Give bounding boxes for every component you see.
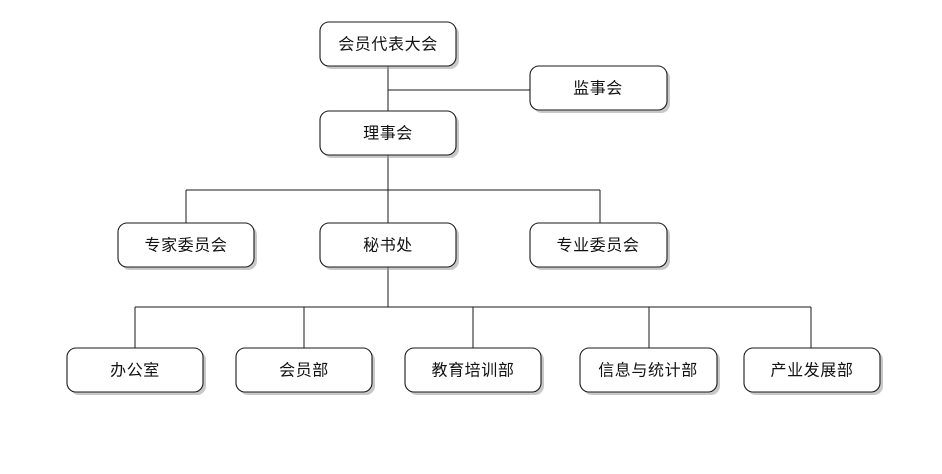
connector-layer xyxy=(134,66,812,348)
node-information-statistics-dept-label: 信息与统计部 xyxy=(598,361,698,380)
node-education-training-dept-box[interactable] xyxy=(404,347,542,393)
node-professional-committee[interactable]: 专业委员会 xyxy=(529,222,670,270)
node-assembly-box[interactable] xyxy=(319,21,457,67)
node-professional-committee-label: 专业委员会 xyxy=(556,236,639,255)
node-supervisors[interactable]: 监事会 xyxy=(529,65,670,113)
node-information-statistics-dept[interactable]: 信息与统计部 xyxy=(579,347,720,395)
node-expert-committee[interactable]: 专家委员会 xyxy=(117,222,257,270)
node-council-box[interactable] xyxy=(319,110,457,156)
node-office[interactable]: 办公室 xyxy=(66,347,206,395)
node-assembly-label: 会员代表大会 xyxy=(338,35,438,54)
node-membership-dept-label: 会员部 xyxy=(279,361,329,380)
node-council[interactable]: 理事会 xyxy=(319,110,459,158)
node-industry-development-dept-label: 产业发展部 xyxy=(770,361,853,380)
node-council-label: 理事会 xyxy=(363,124,413,143)
node-office-label: 办公室 xyxy=(110,361,160,380)
node-office-box[interactable] xyxy=(66,347,204,393)
node-secretariat-box[interactable] xyxy=(319,222,457,268)
node-assembly[interactable]: 会员代表大会 xyxy=(319,21,459,69)
node-professional-committee-box[interactable] xyxy=(529,222,668,268)
node-information-statistics-dept-box[interactable] xyxy=(579,347,718,393)
node-expert-committee-label: 专家委员会 xyxy=(144,236,227,255)
node-industry-development-dept[interactable]: 产业发展部 xyxy=(743,347,883,395)
node-supervisors-box[interactable] xyxy=(529,65,668,111)
node-secretariat-label: 秘书处 xyxy=(363,236,413,255)
node-industry-development-dept-box[interactable] xyxy=(743,347,881,393)
node-membership-dept[interactable]: 会员部 xyxy=(235,347,375,395)
node-supervisors-label: 监事会 xyxy=(573,79,623,98)
node-education-training-dept[interactable]: 教育培训部 xyxy=(404,347,544,395)
node-membership-dept-box[interactable] xyxy=(235,347,373,393)
node-expert-committee-box[interactable] xyxy=(117,222,255,268)
node-secretariat[interactable]: 秘书处 xyxy=(319,222,459,270)
node-education-training-dept-label: 教育培训部 xyxy=(431,361,514,380)
